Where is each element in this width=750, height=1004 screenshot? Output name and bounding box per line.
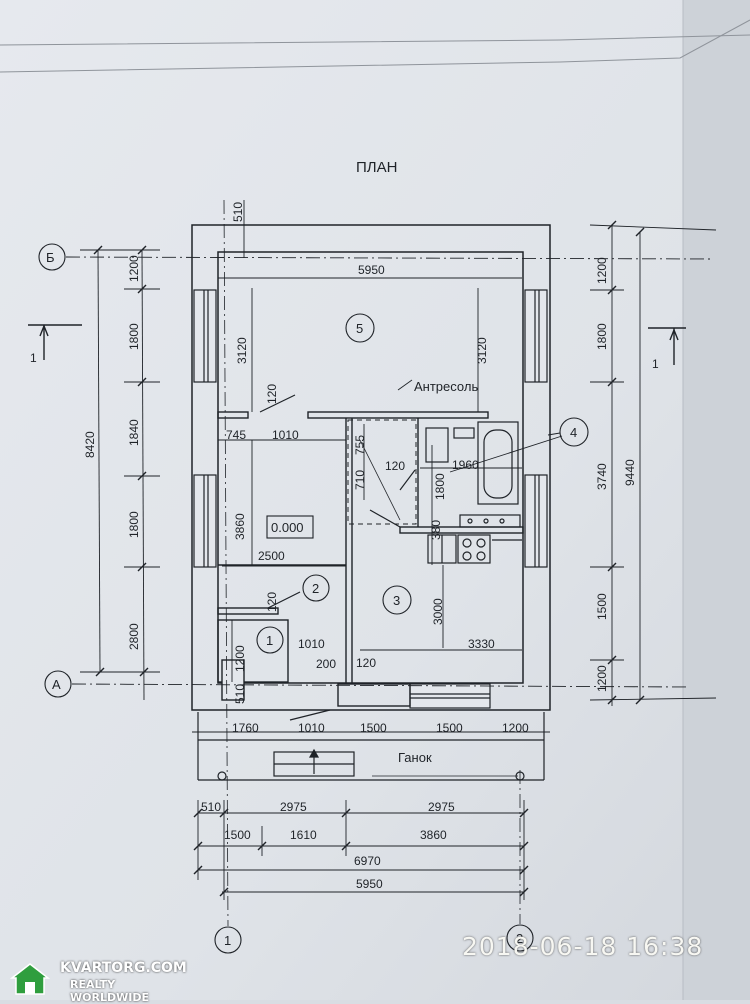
dim-label: 3860 xyxy=(233,513,247,540)
axis-b-label: Б xyxy=(46,250,55,265)
dim-label: 745 xyxy=(226,428,246,442)
dim-label: 2800 xyxy=(127,623,141,650)
dim-label: 1500 xyxy=(595,593,609,620)
section-mark-right: 1 xyxy=(652,357,659,371)
section-marker-right xyxy=(648,327,686,365)
right-dimension-chain: 1200 1800 3740 1500 1200 9440 xyxy=(595,257,637,692)
bathroom-fixtures xyxy=(425,421,521,528)
dim-label: 120 xyxy=(265,384,279,404)
room-number-5: 5 xyxy=(356,321,363,336)
room-number-3: 3 xyxy=(393,593,400,608)
dim-label: 510 xyxy=(201,800,221,814)
dim-label: 1610 xyxy=(290,828,317,842)
dim-label: 1840 xyxy=(127,419,141,446)
dim-label: 1500 xyxy=(436,721,463,735)
dim-label: 1800 xyxy=(595,323,609,350)
kitchen-stove xyxy=(427,534,522,564)
dim-label: 1200 xyxy=(127,255,141,282)
dim-label: 1200 xyxy=(595,257,609,284)
axis-2-label: 2 xyxy=(516,931,523,946)
dim-label: 200 xyxy=(316,657,336,671)
dim-label: 3120 xyxy=(235,337,249,364)
dimension-lines xyxy=(80,200,717,900)
porch-label: Ганок xyxy=(398,750,432,765)
dim-label: 3000 xyxy=(431,598,445,625)
interior-dimensions: 510 5950 3120 3120 120 745 1010 710 755 … xyxy=(226,202,495,704)
dim-label: 120 xyxy=(356,656,376,670)
dim-label: 2500 xyxy=(258,549,285,563)
dim-label: 1500 xyxy=(224,828,251,842)
dim-label: 120 xyxy=(385,459,405,473)
room-number-1: 1 xyxy=(266,633,273,648)
dim-label: 1800 xyxy=(127,323,141,350)
dim-label: 9440 xyxy=(623,459,637,486)
dim-label: 6970 xyxy=(354,854,381,868)
dim-label: 1200 xyxy=(595,665,609,692)
dim-label: 1200 xyxy=(233,645,247,672)
dim-label: 710 xyxy=(353,470,367,490)
dim-label: 3860 xyxy=(420,828,447,842)
dim-label: 5950 xyxy=(358,263,385,277)
dim-label: 510 xyxy=(231,202,245,222)
watermark-tagline: REALTY WORLDWIDE xyxy=(70,978,149,1004)
dim-label: 1200 xyxy=(502,721,529,735)
dim-label: 1010 xyxy=(298,721,325,735)
dim-label: 1760 xyxy=(232,721,259,735)
room-circles xyxy=(256,313,589,654)
level-mark-box xyxy=(266,515,314,539)
section-marker-left xyxy=(28,324,82,360)
dim-label: 3740 xyxy=(595,463,609,490)
dim-label: 2975 xyxy=(428,800,455,814)
windows xyxy=(193,289,548,709)
mezzanine-label: Антресоль xyxy=(414,379,478,394)
house-icon xyxy=(9,963,51,995)
dim-label: 1800 xyxy=(127,511,141,538)
axis-a-label: А xyxy=(52,677,61,692)
section-mark-left: 1 xyxy=(30,351,37,365)
axis-2 xyxy=(506,770,534,952)
dim-label: 120 xyxy=(265,592,279,612)
outer-walls xyxy=(191,224,551,711)
dim-label: 3330 xyxy=(468,637,495,651)
level-mark: 0.000 xyxy=(271,520,304,535)
dim-label: 2975 xyxy=(280,800,307,814)
door-swings xyxy=(259,394,416,721)
dim-label: 8420 xyxy=(83,431,97,458)
photo-timestamp: 2018-06-18 16:38 xyxy=(462,932,704,961)
room-number-2: 2 xyxy=(312,581,319,596)
dim-label: 1960 xyxy=(452,458,479,472)
left-dimension-chain: 1200 1800 1840 1800 2800 8420 xyxy=(83,255,141,650)
plan-title: ПЛАН xyxy=(356,159,397,176)
dimension-ticks xyxy=(93,220,645,897)
dim-label: 380 xyxy=(429,520,443,540)
axis-a xyxy=(44,670,691,698)
dim-label: 3120 xyxy=(475,337,489,364)
axis-1-label: 1 xyxy=(224,933,231,948)
dim-label: 5950 xyxy=(356,877,383,891)
dim-label: 755 xyxy=(353,435,367,455)
porch xyxy=(197,712,545,781)
dim-label: 1010 xyxy=(298,637,325,651)
watermark-logo: KVARTORG.COM REALTY WORLDWIDE xyxy=(8,958,187,1004)
axis-1 xyxy=(214,199,242,954)
bottom-dimension-chains: 1760 1010 1500 1500 1200 510 2975 2975 1… xyxy=(201,721,529,891)
dim-label: 1010 xyxy=(272,428,299,442)
dim-label: 1500 xyxy=(360,721,387,735)
axis-b xyxy=(38,243,713,271)
dim-label: 510 xyxy=(233,684,247,704)
watermark-name: KVARTORG.COM xyxy=(60,960,187,976)
room-number-4: 4 xyxy=(570,425,577,440)
dim-label: 1800 xyxy=(433,473,447,500)
